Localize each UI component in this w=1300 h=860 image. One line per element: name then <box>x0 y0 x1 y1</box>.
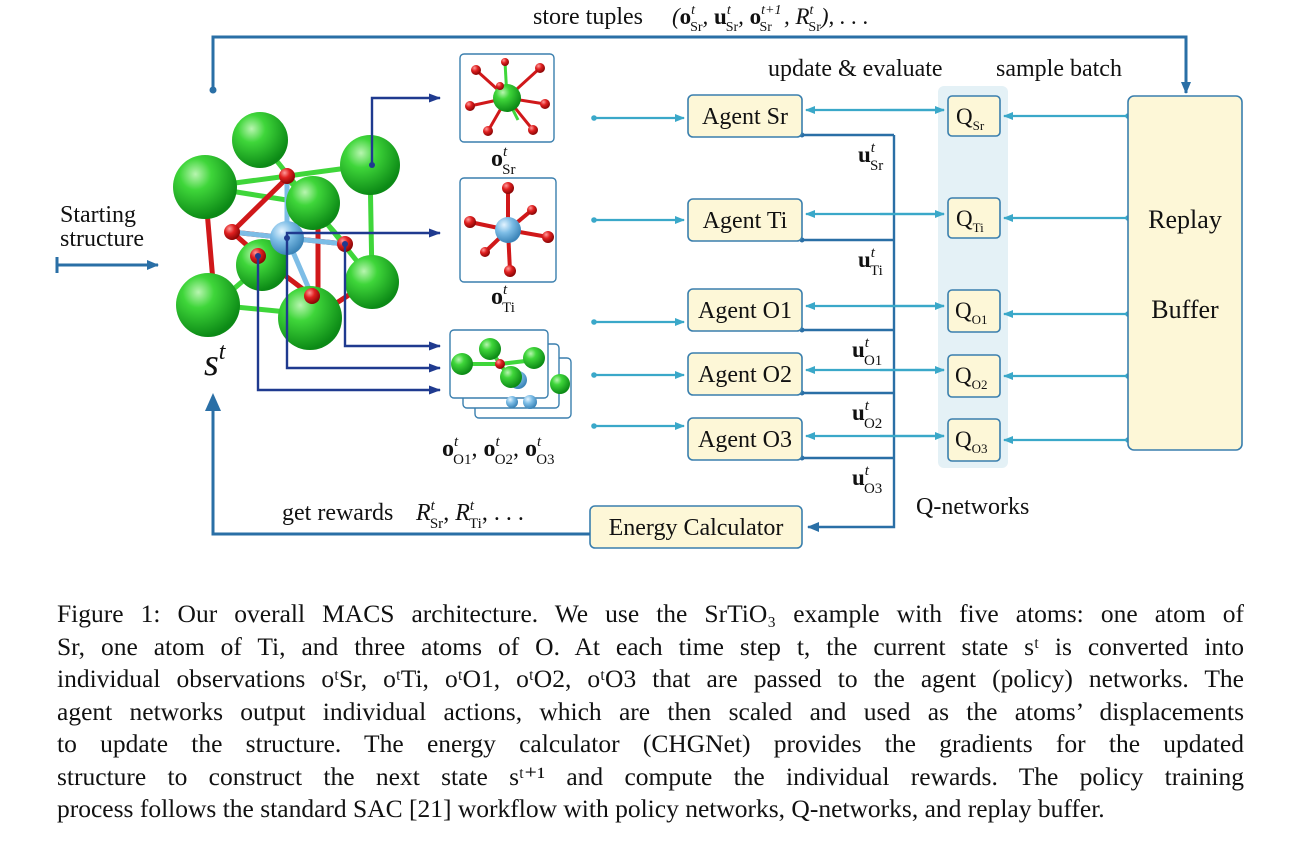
replay-to-q-arrows <box>1003 112 1131 444</box>
caption-line-6: structure to construct the next state sᵗ… <box>57 761 1244 791</box>
q-o1-box: QO1 <box>947 289 1001 333</box>
q-networks-label: Q-networks <box>916 494 1029 520</box>
q-o3-box: QO3 <box>947 418 1001 462</box>
agent-q-arrows <box>805 106 945 440</box>
buffer-label: Buffer <box>1151 295 1219 324</box>
agent-o1-box: Agent O1 <box>687 288 803 332</box>
starting-structure-label-2: structure <box>60 226 144 252</box>
q-o2-label: QO2 <box>955 363 988 392</box>
agent-ti-box: Agent Ti <box>687 198 803 242</box>
crystal-structure: st <box>173 112 400 384</box>
store-tuples-label: store tuples <box>533 4 643 30</box>
q-o3-label: QO3 <box>955 427 988 456</box>
obs-to-agent-arrows <box>591 114 685 430</box>
agent-ti-label: Agent Ti <box>703 208 788 234</box>
update-evaluate-label: update & evaluate <box>768 56 943 82</box>
energy-calculator-label: Energy Calculator <box>609 515 784 541</box>
caption-line-1: Figure 1: Our overall MACS architecture.… <box>57 599 1244 628</box>
agent-o3-box: Agent O3 <box>687 417 803 461</box>
get-rewards-label: get rewards <box>282 500 393 526</box>
figure-caption: Figure 1: Our overall MACS architecture.… <box>57 598 1244 826</box>
q-sr-box: QSr <box>947 95 1001 137</box>
caption-line-4: agent networks output individual actions… <box>57 696 1244 726</box>
caption-line-5: to update the structure. The energy calc… <box>57 729 1244 758</box>
action-lines <box>799 132 896 532</box>
agent-sr-label: Agent Sr <box>702 104 788 130</box>
energy-calculator-box: Energy Calculator <box>589 505 803 549</box>
starting-structure-label-1: Starting <box>60 202 136 228</box>
q-o1-label: QO1 <box>955 298 988 327</box>
agent-o2-box: Agent O2 <box>687 352 803 396</box>
agent-o2-label: Agent O2 <box>698 362 792 388</box>
q-networks-panel <box>938 86 1008 468</box>
q-ti-box: QTi <box>947 197 1001 239</box>
agent-sr-box: Agent Sr <box>687 94 803 138</box>
observation-arrows <box>255 93 441 395</box>
starting-structure: Starting structure <box>55 202 159 273</box>
state-st-label: st <box>204 339 227 384</box>
caption-line-3: individual observations oᵗSr, oᵗTi, oᵗO1… <box>57 664 1244 693</box>
agent-o3-label: Agent O3 <box>698 427 792 453</box>
sample-batch-label: sample batch <box>996 56 1122 82</box>
q-o2-box: QO2 <box>947 354 1001 398</box>
replay-label: Replay <box>1148 205 1222 234</box>
caption-line-2: Sr, one atom of Ti, and three atoms of O… <box>57 631 1244 661</box>
agent-o1-label: Agent O1 <box>698 298 792 324</box>
q-ti-label: QTi <box>956 206 984 235</box>
caption-line-7: process follows the standard SAC [21] wo… <box>57 794 1105 823</box>
q-sr-label: QSr <box>956 104 985 133</box>
replay-buffer-box: Replay Buffer <box>1127 95 1243 451</box>
